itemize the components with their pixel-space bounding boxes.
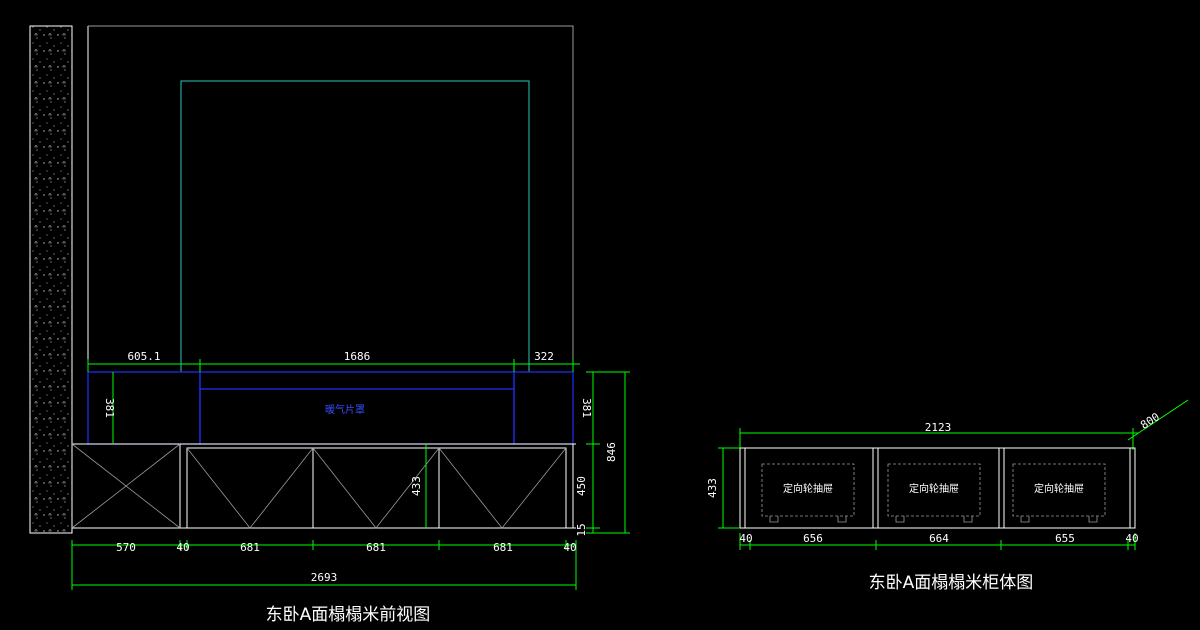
window-frame — [180, 80, 530, 372]
dim-681-2: 681 — [366, 541, 386, 554]
dim-2123: 2123 — [925, 421, 952, 434]
drawer-wheels — [769, 516, 1098, 523]
right-dimension — [586, 371, 630, 534]
dim-40-left: 40 — [176, 541, 189, 554]
base-section-3 — [438, 447, 567, 529]
dim-cabinet-433: 433 — [706, 478, 719, 498]
dim-cab-40-right: 40 — [1125, 532, 1138, 545]
dim-605: 605.1 — [127, 350, 160, 363]
dim-right-381: 381 — [580, 398, 593, 418]
base-section-1 — [186, 447, 314, 529]
dim-1686: 1686 — [344, 350, 371, 363]
drawer-1 — [761, 463, 855, 517]
cabinet-top-dimension — [739, 399, 1189, 450]
right-upper-cabinet — [513, 371, 574, 445]
radiator-cover-label: 暖气片罩 — [325, 403, 365, 416]
dim-656: 656 — [803, 532, 823, 545]
dim-681-1: 681 — [240, 541, 260, 554]
drawer-label-1: 定向轮抽屉 — [783, 482, 833, 495]
front-view: 暖气片罩 605.1 1686 322 — [29, 25, 630, 625]
drawer-label-3: 定向轮抽屉 — [1034, 482, 1084, 495]
cabinet-body — [739, 447, 1136, 529]
top-dimension — [87, 359, 580, 372]
drawers — [761, 463, 1106, 517]
dim-2693: 2693 — [311, 571, 338, 584]
dim-322: 322 — [534, 350, 554, 363]
opening-marks — [71, 443, 567, 529]
cabinet-view: 2123 800 定向轮抽屉 定向轮抽屉 定向轮抽屉 — [706, 399, 1189, 593]
room-outline — [88, 25, 574, 372]
dim-846: 846 — [605, 442, 618, 462]
front-view-title: 东卧A面榻榻米前视图 — [266, 605, 431, 625]
dim-15: 15 — [575, 523, 588, 536]
cabinet-height-dimension — [718, 447, 740, 529]
dim-664: 664 — [929, 532, 949, 545]
base-cabinets — [71, 443, 576, 529]
drawer-label-2: 定向轮抽屉 — [909, 482, 959, 495]
dim-800: 800 — [1138, 410, 1162, 432]
dim-655: 655 — [1055, 532, 1075, 545]
dim-570: 570 — [116, 541, 136, 554]
concrete-wall — [29, 25, 73, 534]
dim-681-3: 681 — [493, 541, 513, 554]
dim-450: 450 — [575, 476, 588, 496]
cabinet-view-title: 东卧A面榻榻米柜体图 — [869, 573, 1034, 593]
cabinet-bottom-dimension — [739, 533, 1136, 550]
dim-40-right: 40 — [563, 541, 576, 554]
base-section-left — [71, 443, 181, 529]
drawer-2 — [887, 463, 981, 517]
dim-433: 433 — [410, 476, 423, 496]
dim-left-381: 381 — [103, 398, 116, 418]
bottom-dimension — [71, 540, 577, 590]
dim-cab-40-left: 40 — [739, 532, 752, 545]
drawer-3 — [1012, 463, 1106, 517]
